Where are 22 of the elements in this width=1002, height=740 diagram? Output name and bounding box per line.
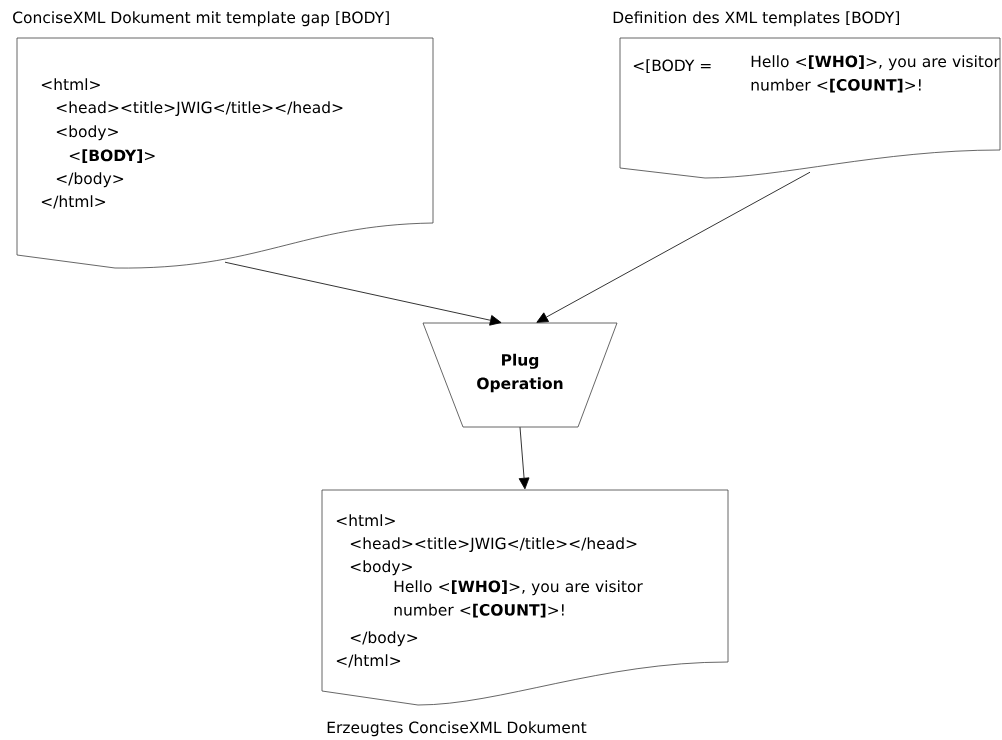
operation-label: Plug Operation [477,353,563,393]
code-text: Hello <[WHO]>, you are visitor number <[COUNT]>! [394,580,643,618]
document-heading: Erzeugtes ConciseXML Dokument [327,721,587,737]
code-line: <[BODY = [633,59,711,74]
code-line: <html> [41,78,100,90]
code-line: </body> [350,631,418,647]
code-line: </body> [56,172,124,188]
code-line: </html> [41,195,106,209]
arrow [536,171,811,323]
code-line: <head><title>JWIG</title></head> [56,101,343,117]
document-heading: ConciseXML Dokument mit template gap [BODY] [13,11,389,27]
code-line: <body> [350,560,412,576]
trapezoid-shape [422,322,618,428]
arrow [518,426,530,490]
document-heading: Definition des XML templates [BODY] [613,11,899,27]
code-line: <[BODY]> [69,149,155,164]
code-line: <html> [336,514,395,526]
arrow [224,261,502,326]
code-line: </html> [336,654,401,668]
code-line: <head><title>JWIG</title></head> [350,537,637,553]
code-line: <body> [56,125,118,141]
code-text: Hello <[WHO]>, you are visitor number <[COUNT]>! [751,55,1000,93]
